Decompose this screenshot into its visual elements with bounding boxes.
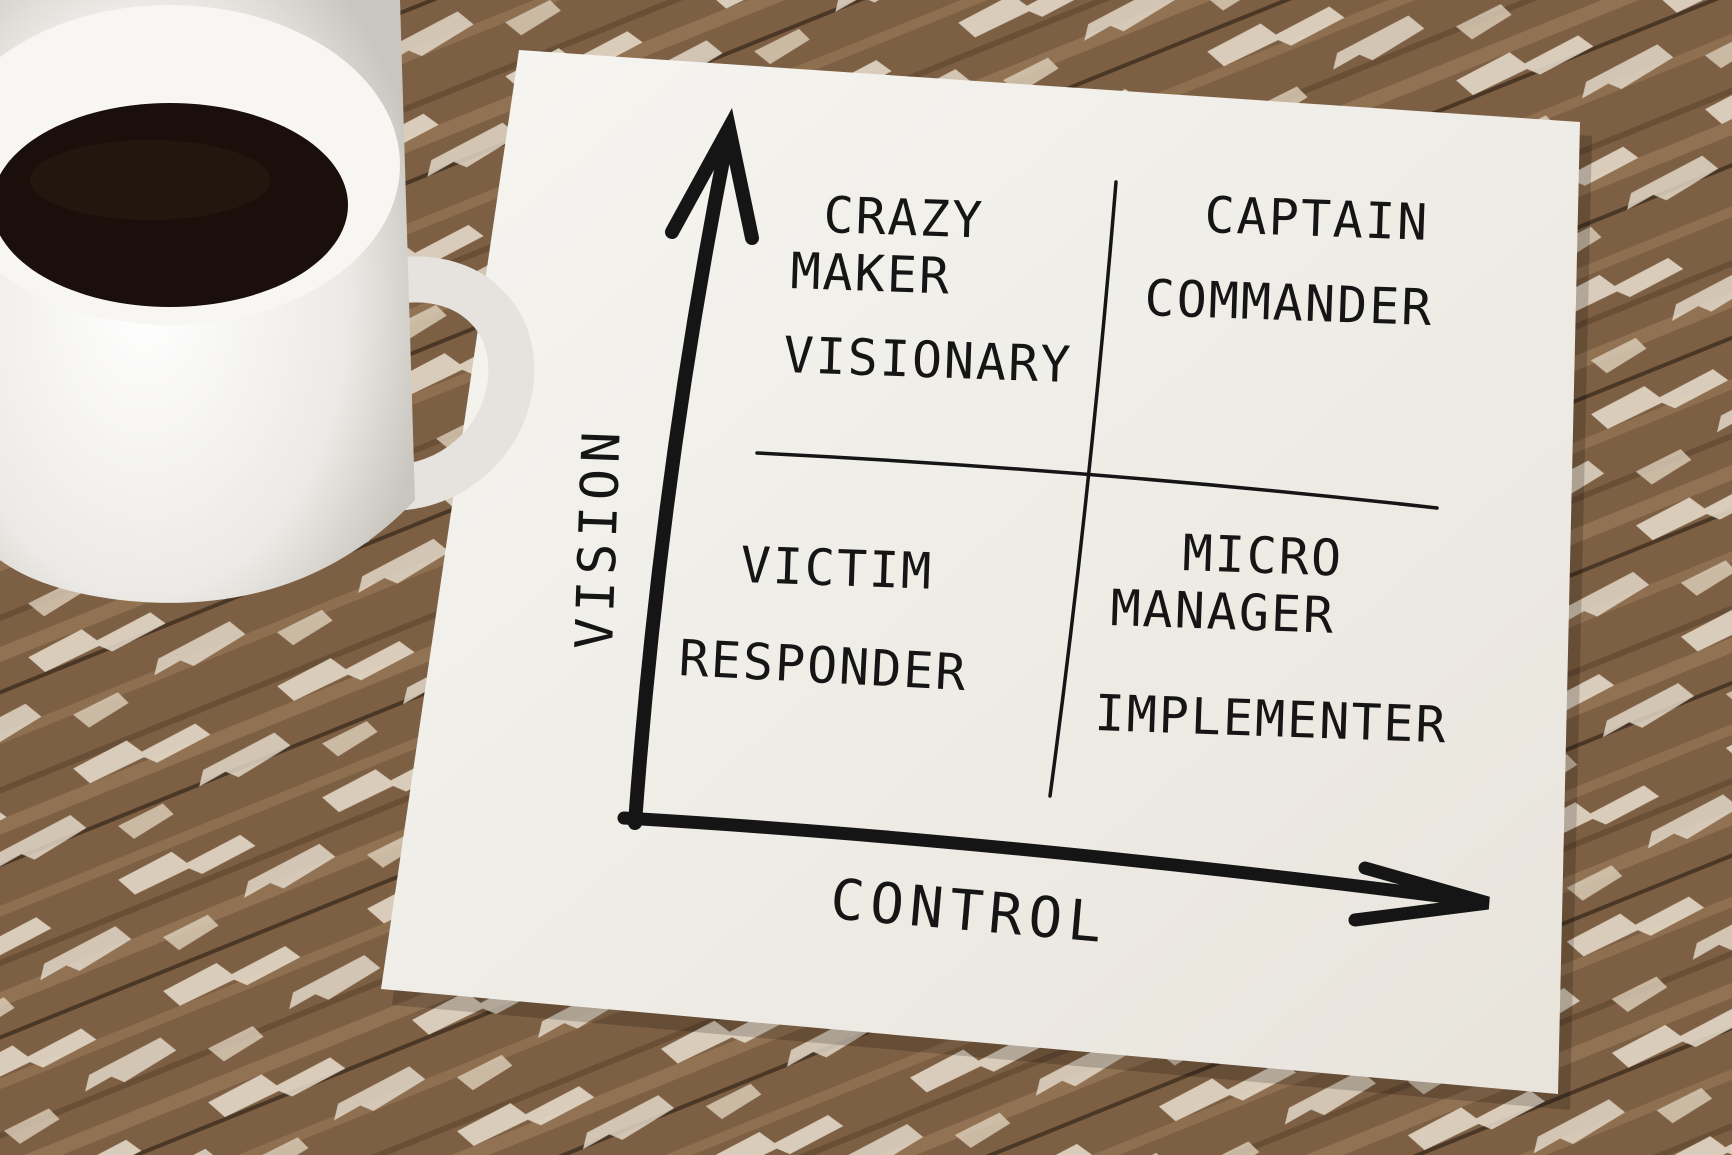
vertical-divider (1048, 180, 1118, 798)
y-axis-arrow-head (665, 108, 759, 245)
label-visionary: VISIONARY (783, 326, 1074, 394)
label-victim: VICTIM (740, 536, 935, 601)
quadrant-diagram (617, 108, 1490, 927)
label-micro: MICRO (1182, 524, 1344, 588)
label-commander: COMMANDER (1144, 269, 1435, 337)
label-maker: MAKER (790, 242, 952, 306)
label-captain: CAPTAIN (1204, 186, 1431, 252)
quadrant-labels: CRAZY MAKER VISIONARY CAPTAIN COMMANDER … (565, 186, 1449, 956)
x-axis-arrow-head (1348, 861, 1490, 927)
label-implementer: IMPLEMENTER (1094, 684, 1449, 754)
y-axis-line (628, 143, 732, 830)
y-axis-label: VISION (565, 425, 633, 651)
coffee-mug (0, 0, 535, 603)
horizontal-divider (755, 451, 1439, 510)
label-manager: MANAGER (1110, 579, 1337, 645)
x-axis-line (617, 811, 1477, 907)
label-crazy: CRAZY (823, 186, 985, 250)
